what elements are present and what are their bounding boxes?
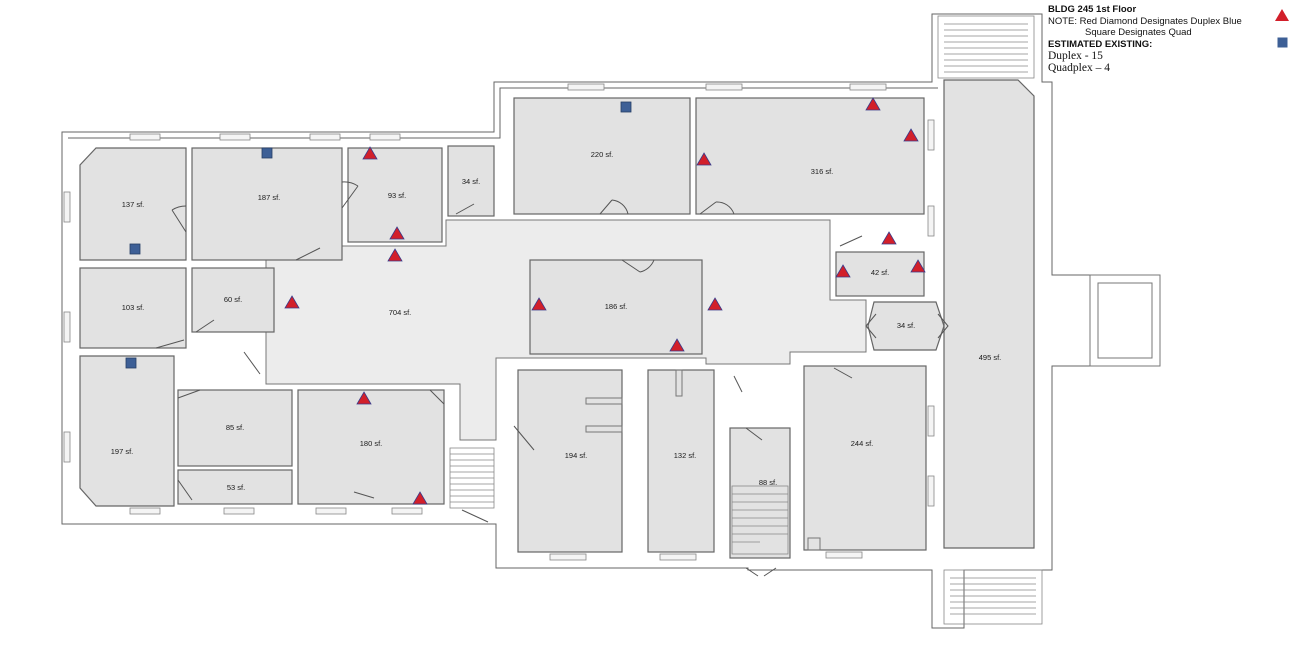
- square-icon: [125, 357, 137, 369]
- wall-details: [585, 274, 1161, 551]
- room-85: [177, 389, 293, 467]
- room-label: 34 sf.: [897, 321, 915, 330]
- triangle-icon: [284, 295, 300, 309]
- room-194: [517, 369, 623, 553]
- triangle-icon: [362, 146, 378, 160]
- room-316: [695, 97, 925, 215]
- room-88: [729, 427, 791, 559]
- windows: [63, 83, 935, 561]
- room-label: 53 sf.: [227, 483, 245, 492]
- room-103: [79, 267, 187, 349]
- legend-note: NOTE: Red Diamond Designates Duplex Blue: [1048, 15, 1242, 27]
- duplex-markers: [284, 97, 926, 505]
- room-label: 132 sf.: [674, 451, 697, 460]
- room-53: [177, 469, 293, 505]
- room-label: 60 sf.: [224, 295, 242, 304]
- legend-title: BLDG 245 1st Floor: [1048, 4, 1137, 15]
- triangle-icon: [696, 152, 712, 166]
- triangle-icon: [707, 297, 723, 311]
- room-label: 34 sf.: [462, 177, 480, 186]
- room-label: 495 sf.: [979, 353, 1002, 362]
- legend-note-cont: Square Designates Quad: [1085, 27, 1192, 38]
- room-label: 704 sf.: [389, 308, 412, 317]
- room-186: [529, 259, 703, 355]
- triangle-icon: [865, 97, 881, 111]
- room-137: [79, 147, 187, 261]
- triangle-icon: [910, 259, 926, 273]
- square-icon: [261, 147, 273, 159]
- stairs: [449, 15, 1043, 625]
- room-187: [191, 147, 343, 261]
- triangle-icon: [669, 338, 685, 352]
- quad-markers: [125, 101, 632, 369]
- room-label: 244 sf.: [851, 439, 874, 448]
- room-label: 93 sf.: [388, 191, 406, 200]
- legend-duplex-count: Duplex - 15: [1048, 50, 1103, 62]
- room-label: 194 sf.: [565, 451, 588, 460]
- room-93: [347, 147, 443, 243]
- room-197: [79, 355, 175, 507]
- room-label: 197 sf.: [111, 447, 134, 456]
- room-labels: 137 sf. 187 sf. 93 sf. 34 sf. 220 sf. 31…: [111, 150, 1002, 492]
- room-42: [835, 251, 925, 297]
- room-180: [297, 389, 445, 505]
- room-label: 316 sf.: [811, 167, 834, 176]
- room-label: 103 sf.: [122, 303, 145, 312]
- room-34a: [447, 145, 495, 217]
- room-label: 88 sf.: [759, 478, 777, 487]
- room-label: 42 sf.: [871, 268, 889, 277]
- room-132: [647, 369, 715, 553]
- square-icon: [129, 243, 141, 255]
- room-label: 137 sf.: [122, 200, 145, 209]
- room-label: 186 sf.: [605, 302, 628, 311]
- room-495: [943, 79, 1035, 549]
- room-label: 187 sf.: [258, 193, 281, 202]
- room-60: [191, 267, 275, 333]
- legend-quad-count: Quadplex – 4: [1048, 62, 1110, 74]
- triangle-icon: [903, 128, 919, 142]
- rooms: [79, 79, 1035, 559]
- triangle-icon: [356, 391, 372, 405]
- triangle-icon: [835, 264, 851, 278]
- room-244: [803, 365, 927, 551]
- room-34b: [867, 301, 945, 351]
- triangle-icon: [387, 248, 403, 262]
- doors: [155, 181, 949, 577]
- room-label: 180 sf.: [360, 439, 383, 448]
- room-label: 220 sf.: [591, 150, 614, 159]
- legend: BLDG 245 1st Floor NOTE: Red Diamond Des…: [1048, 4, 1293, 74]
- triangle-icon: [389, 226, 405, 240]
- square-icon: [1277, 37, 1288, 48]
- triangle-icon: [881, 231, 897, 245]
- room-label: 85 sf.: [226, 423, 244, 432]
- legend-estimated-heading: ESTIMATED EXISTING:: [1048, 38, 1153, 50]
- triangle-icon: [531, 297, 547, 311]
- triangle-icon: [1275, 9, 1289, 21]
- triangle-icon: [412, 491, 428, 505]
- square-icon: [620, 101, 632, 113]
- room-220: [513, 97, 691, 215]
